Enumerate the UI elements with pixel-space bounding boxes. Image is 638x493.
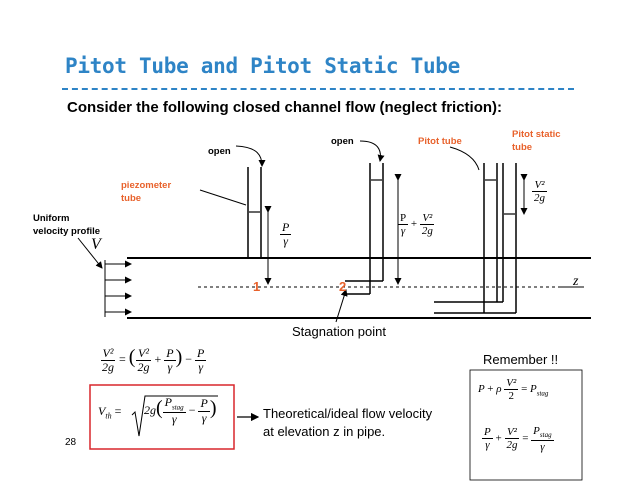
open-label-right: open	[331, 136, 354, 147]
uniform-pointer-arrow	[77, 237, 103, 269]
result-box	[89, 384, 235, 450]
piezometer-tube	[247, 167, 262, 257]
remember-box	[469, 369, 583, 481]
point-2-label: 2	[339, 279, 347, 294]
uniform-label-1: Uniform	[33, 213, 70, 224]
point-1-label: 1	[253, 279, 261, 294]
slide-title: Pitot Tube and Pitot Static Tube	[65, 54, 460, 78]
pitot-tube-leader	[449, 146, 480, 171]
pitot-tube	[345, 163, 384, 295]
piezometer-label-1: piezometer	[121, 180, 172, 191]
page-number: 28	[65, 437, 77, 448]
piezometer-label-2: tube	[121, 193, 142, 204]
piezometer-leader	[199, 189, 247, 206]
pitot-static-label-2: tube	[512, 142, 533, 153]
sqrt-sign	[131, 395, 218, 437]
pitot-tube-label: Pitot tube	[418, 136, 462, 147]
pitot-static-label-1: Pitot static	[512, 129, 561, 140]
open-pointer-right	[359, 140, 385, 162]
open-pointer-left	[235, 145, 266, 167]
open-label-left: open	[208, 146, 231, 157]
theoretical-text-1: Theoretical/ideal flow velocity	[263, 406, 433, 421]
stagnation-pointer	[335, 289, 348, 323]
remember-label: Remember !!	[483, 352, 559, 367]
slide-subtitle: Consider the following closed channel fl…	[67, 99, 503, 116]
z-label: z	[573, 274, 579, 289]
stagnation-label: Stagnation point	[292, 324, 386, 339]
title-divider	[62, 88, 574, 90]
pitot-static-tube	[434, 163, 517, 314]
velocity-symbol: V	[91, 236, 101, 253]
vth-symbol: Vth =	[98, 404, 122, 421]
uniform-label-2: velocity profile	[33, 226, 101, 237]
velocity-profile	[104, 260, 132, 317]
theoretical-text-2: at elevation z in pipe.	[263, 424, 386, 439]
